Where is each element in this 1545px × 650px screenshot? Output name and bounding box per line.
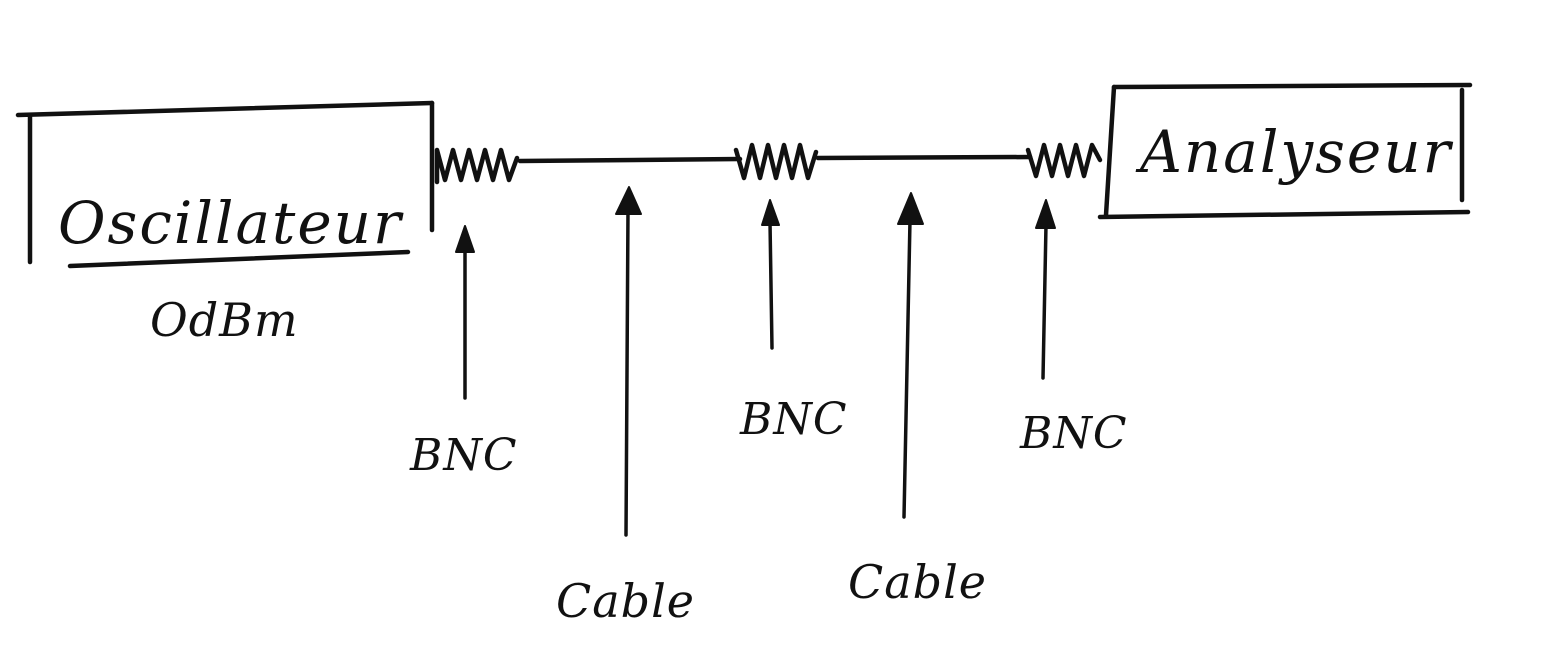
bnc-connector-1 xyxy=(434,147,520,185)
arrow-bnc-2-head xyxy=(761,199,780,226)
arrow-bnc-3 xyxy=(1035,199,1056,380)
arrow-bnc-3-head xyxy=(1035,199,1056,229)
oscillator-box-bottom xyxy=(67,249,411,269)
cable-label-1: Cable xyxy=(556,574,695,628)
arrow-bnc-1-head xyxy=(455,225,475,253)
arrow-cable-1-head xyxy=(615,186,642,215)
oscillator-level-label: OdBm xyxy=(150,293,299,347)
arrow-bnc-2-shaft xyxy=(768,220,774,350)
arrow-cable-2-head xyxy=(897,192,924,225)
oscillator-label: Oscillateur xyxy=(58,189,404,257)
arrow-bnc-1 xyxy=(455,225,475,400)
arrow-cable-1 xyxy=(615,186,642,537)
bnc-connector-2 xyxy=(733,142,819,181)
bnc-label-2: BNC xyxy=(739,394,848,445)
analyzer-box-bottom xyxy=(1097,209,1471,220)
analyzer-label: Analyseur xyxy=(1135,118,1454,186)
oscillator-box: Oscillateur xyxy=(15,100,435,269)
arrow-cable-1-shaft xyxy=(624,208,630,537)
arrow-bnc-2 xyxy=(761,199,780,350)
bnc-label-3: BNC xyxy=(1019,408,1128,459)
bnc-label-1: BNC xyxy=(409,430,518,481)
arrow-bnc-3-shaft xyxy=(1041,223,1048,380)
cable-label-2: Cable xyxy=(848,555,987,609)
bnc-connector-3 xyxy=(1025,142,1103,179)
oscillator-box-top xyxy=(15,100,435,118)
cable-2 xyxy=(815,154,1033,161)
analyzer-box-left xyxy=(1103,84,1117,218)
analyzer-box-top xyxy=(1111,82,1473,90)
arrow-cable-2 xyxy=(897,192,924,519)
cable-1 xyxy=(517,156,743,164)
analyzer-box: Analyseur xyxy=(1097,82,1473,220)
arrow-cable-2-shaft xyxy=(902,218,912,519)
